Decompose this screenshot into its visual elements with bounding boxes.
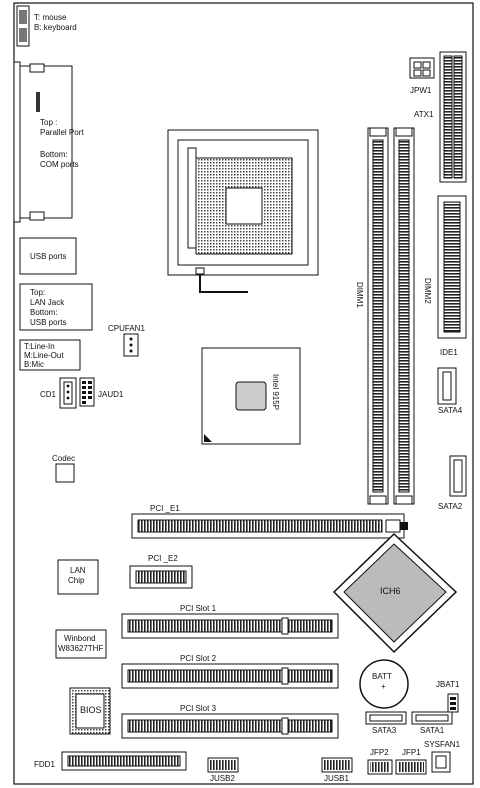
- parallel-com-connector: [13, 61, 73, 223]
- usb-port-block: [19, 237, 77, 275]
- jfp1-label: JFP1: [402, 748, 421, 757]
- dimm1-slot: [367, 127, 389, 505]
- audio-label-2: M:Line-Out: [24, 351, 64, 360]
- sata2-connector: [449, 455, 467, 497]
- jusb2-label: JUSB2: [210, 774, 235, 783]
- atx1-label: ATX1: [414, 110, 434, 119]
- winbond-chip: [55, 629, 107, 659]
- pci-slot1-label: PCI Slot 1: [180, 604, 217, 613]
- lan-label-3: Bottom:: [30, 308, 58, 317]
- codec-label: Codec: [52, 454, 76, 463]
- pci-slot-2: [121, 663, 339, 689]
- pci-slot3-label: PCI Slot 3: [180, 704, 217, 713]
- usb-ports-label: USB ports: [30, 252, 67, 261]
- jusb1-header: [321, 757, 353, 773]
- pci-e1-label: PCI _E1: [150, 504, 180, 513]
- audio-label-3: B:Mic: [24, 360, 44, 369]
- sata3-connector: [365, 711, 407, 725]
- pci-e2-label: PCI _E2: [148, 554, 178, 563]
- jfp2-label: JFP2: [370, 748, 389, 757]
- jbat1-label: JBAT1: [436, 680, 460, 689]
- winbond-label-1: Winbond: [64, 634, 96, 643]
- sata1-connector: [411, 711, 453, 725]
- cpufan-label: CPUFAN1: [108, 324, 145, 333]
- audio-label-1: T:Line-In: [24, 342, 55, 351]
- sata1-label: SATA1: [420, 726, 445, 735]
- pci-e2-slot: [129, 565, 193, 589]
- cpu-socket: [167, 129, 319, 293]
- jfp2-header: [367, 759, 393, 775]
- lan-label-1: Top:: [30, 288, 46, 297]
- northbridge-label: Intel 915P: [271, 374, 280, 411]
- codec-chip: [55, 463, 75, 483]
- jpw1-label: JPW1: [410, 86, 432, 95]
- pci-slot-1: [121, 613, 339, 639]
- sata2-label: SATA2: [438, 502, 463, 511]
- ich6-label: ICH6: [380, 586, 401, 596]
- lan-chip-label-2: Chip: [68, 576, 85, 585]
- lan-chip: [57, 559, 99, 595]
- sata3-label: SATA3: [372, 726, 397, 735]
- bios-label: BIOS: [80, 705, 102, 715]
- winbond-label-2: W83627THF: [58, 644, 104, 653]
- northbridge-chip: [201, 347, 301, 445]
- jaud1-label: JAUD1: [98, 390, 124, 399]
- parallel-label-4: COM ports: [40, 160, 79, 169]
- parallel-label-2: Parallel Port: [40, 128, 84, 137]
- battery: [359, 659, 409, 709]
- pci-slot2-label: PCI Slot 2: [180, 654, 217, 663]
- lan-label-4: USB ports: [30, 318, 67, 327]
- batt-label: BATT: [372, 672, 392, 681]
- jusb2-header: [207, 757, 239, 773]
- keyboard-label: B: keyboard: [34, 23, 77, 32]
- fdd1-label: FDD1: [34, 760, 55, 769]
- jaud1-header: [79, 377, 95, 407]
- jusb1-label: JUSB1: [324, 774, 349, 783]
- dimm2-label: DIMM2: [423, 278, 432, 304]
- jbat1-jumper: [447, 693, 459, 713]
- jfp1-header: [395, 759, 427, 775]
- sata4-connector: [437, 367, 457, 405]
- ide1-label: IDE1: [440, 348, 458, 357]
- lan-chip-label-1: LAN: [70, 566, 86, 575]
- sysfan1-label: SYSFAN1: [424, 740, 461, 749]
- ich6-chip: [332, 532, 458, 654]
- mouse-label: T: mouse: [34, 13, 67, 22]
- sysfan1-header: [431, 751, 451, 773]
- sata4-label: SATA4: [438, 406, 463, 415]
- dimm2-slot: [393, 127, 415, 505]
- parallel-label-1: Top :: [40, 118, 58, 127]
- jpw1-connector: [409, 57, 435, 79]
- cd1-header: [59, 377, 77, 409]
- batt-plus-label: +: [381, 682, 386, 691]
- ide1-connector: [437, 195, 467, 339]
- parallel-label-3: Bottom:: [40, 150, 68, 159]
- ps2-connector: [16, 5, 30, 47]
- dimm1-label: DIMM1: [355, 282, 364, 308]
- lan-label-2: LAN Jack: [30, 298, 65, 307]
- atx1-connector: [439, 51, 467, 183]
- pci-e1-slot: [131, 513, 408, 539]
- lan-usb-block: [19, 283, 93, 331]
- bios-chip: [69, 687, 111, 735]
- fdd1-connector: [61, 751, 187, 771]
- audio-jack-block: [19, 339, 81, 371]
- pci-slot-3: [121, 713, 339, 739]
- cd1-label: CD1: [40, 390, 57, 399]
